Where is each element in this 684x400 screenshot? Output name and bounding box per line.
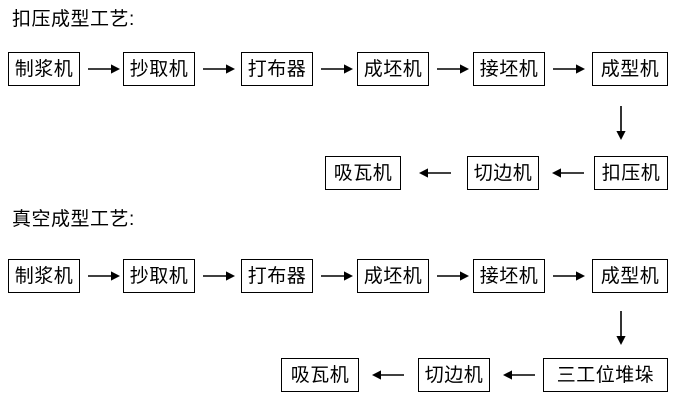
node-chengxingji-s1[interactable]: 成型机 bbox=[592, 52, 668, 86]
node-chengpiji-s1[interactable]: 成坯机 bbox=[357, 52, 429, 86]
node-jiepiji-s2[interactable]: 接坯机 bbox=[473, 259, 545, 293]
arrow-right-s1r1-2 bbox=[203, 60, 235, 78]
arrow-right-s1r1-3 bbox=[321, 60, 353, 78]
node-sangongweiduidou-s2[interactable]: 三工位堆垛 bbox=[543, 358, 668, 392]
arrow-right-s2r1-2 bbox=[203, 267, 235, 285]
arrow-right-s1r1-5 bbox=[553, 60, 585, 78]
arrow-left-s2r2-1 bbox=[372, 366, 404, 384]
arrow-left-s1r2-2 bbox=[552, 164, 584, 182]
arrow-right-s2r1-5 bbox=[553, 267, 585, 285]
arrow-down-s2 bbox=[612, 311, 630, 345]
arrow-left-s2r2-2 bbox=[503, 366, 535, 384]
node-chengpiji-s2[interactable]: 成坯机 bbox=[357, 259, 429, 293]
node-zhijiangji-s1[interactable]: 制浆机 bbox=[8, 52, 80, 86]
section-title-zhenkong: 真空成型工艺: bbox=[12, 209, 135, 230]
node-chengxingji-s2[interactable]: 成型机 bbox=[592, 259, 668, 293]
arrow-down-s1 bbox=[612, 106, 630, 140]
node-xiwaji-s2[interactable]: 吸瓦机 bbox=[281, 358, 359, 392]
node-chaoquji-s2[interactable]: 抄取机 bbox=[123, 259, 195, 293]
node-kouyaji-s1[interactable]: 扣压机 bbox=[594, 156, 668, 190]
node-chaoquji-s1[interactable]: 抄取机 bbox=[123, 52, 195, 86]
node-dabuqi-s2[interactable]: 打布器 bbox=[241, 259, 313, 293]
arrow-left-s1r2-1 bbox=[419, 164, 451, 182]
arrow-right-s1r1-4 bbox=[437, 60, 469, 78]
node-xiwaji-s1[interactable]: 吸瓦机 bbox=[325, 156, 401, 190]
section-title-kouya: 扣压成型工艺: bbox=[12, 9, 135, 30]
node-dabuqi-s1[interactable]: 打布器 bbox=[241, 52, 313, 86]
arrow-right-s2r1-4 bbox=[437, 267, 469, 285]
arrow-right-s2r1-3 bbox=[321, 267, 353, 285]
node-zhijiangji-s2[interactable]: 制浆机 bbox=[8, 259, 80, 293]
arrow-right-s1r1-1 bbox=[88, 60, 120, 78]
node-jiepiji-s1[interactable]: 接坯机 bbox=[473, 52, 545, 86]
arrow-right-s2r1-1 bbox=[88, 267, 120, 285]
node-qiebianji-s1[interactable]: 切边机 bbox=[467, 156, 539, 190]
node-qiebianji-s2[interactable]: 切边机 bbox=[418, 358, 490, 392]
